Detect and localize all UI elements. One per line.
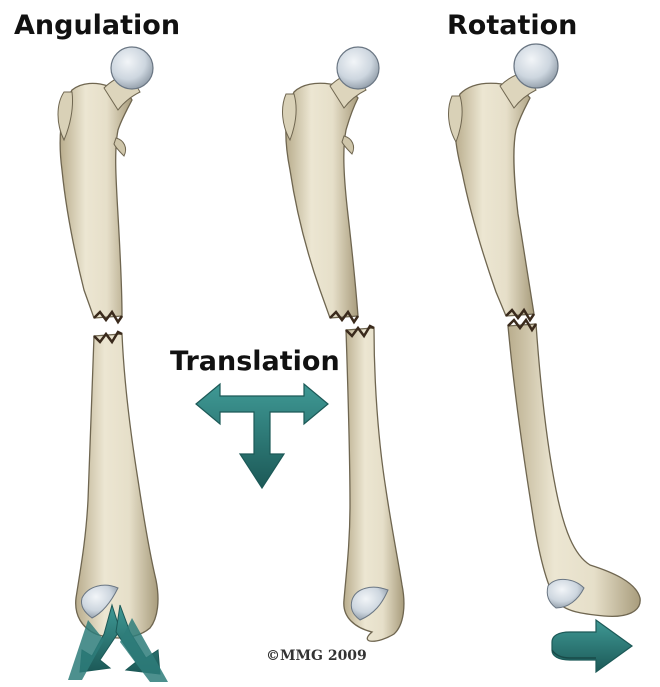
lower-fragment [344,326,404,641]
copyright-notice: ©MMG 2009 [266,648,367,664]
translation-label: Translation [170,346,340,377]
femur-translation [196,47,404,641]
upper-fragment [449,44,558,320]
rotation-label: Rotation [447,10,577,41]
femur-rotation [449,44,641,672]
lower-fragment [508,320,640,616]
upper-fragment [58,47,153,322]
femur-angulation [58,47,168,682]
curved-right-arrow-icon [552,620,632,672]
upper-fragment [283,47,379,322]
t-shaped-arrow-icon [196,384,328,488]
angulation-label: Angulation [14,10,180,41]
lower-fragment [76,332,158,638]
